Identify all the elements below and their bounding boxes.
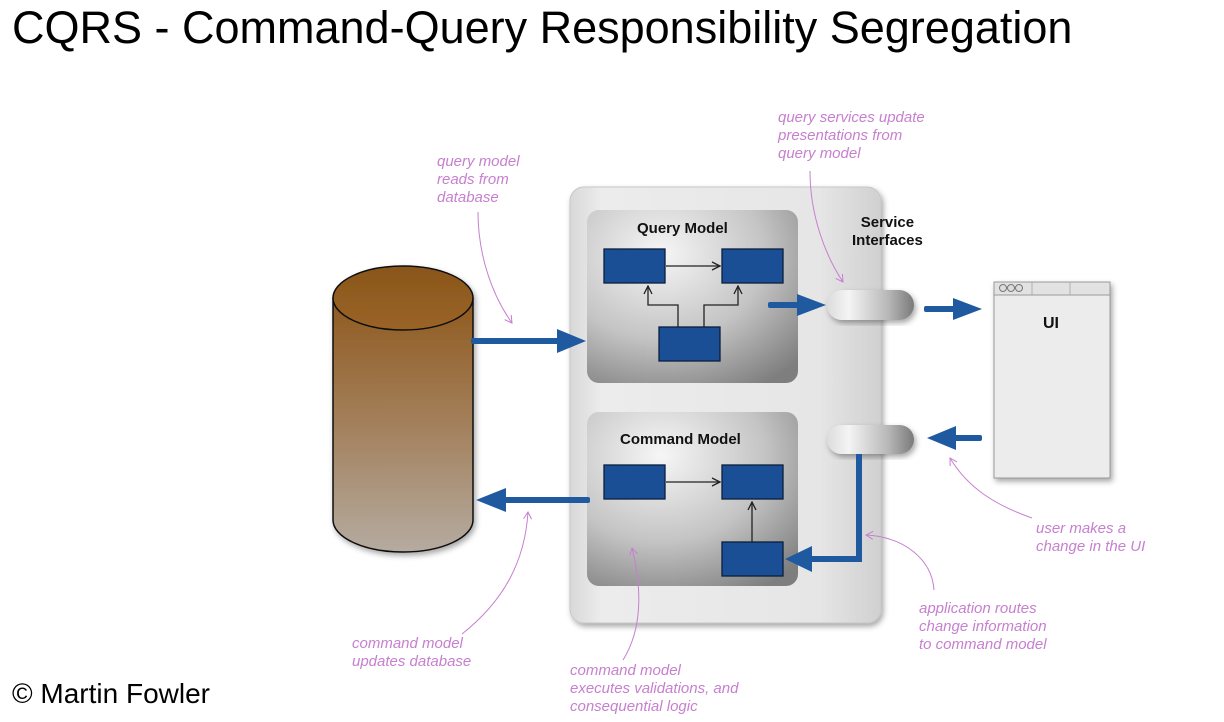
- arrow-command-to-db: [505, 497, 590, 503]
- arrow-interface-to-command: [856, 454, 862, 562]
- annotation-app-routes: application routes change information to…: [919, 600, 1047, 653]
- command-model-label: Command Model: [620, 431, 741, 448]
- ui-window: [993, 281, 1111, 479]
- query-box-3: [658, 326, 721, 362]
- copyright-notice: © Martin Fowler: [12, 678, 210, 709]
- arrow-db-to-query: [471, 338, 561, 344]
- flow-arrows: [471, 294, 982, 572]
- arrow-query-to-interface: [768, 302, 804, 308]
- query-box-1: [603, 248, 666, 284]
- query-model: [587, 210, 798, 383]
- window-button-icon: [999, 284, 1007, 292]
- annotation-query-reads: query model reads from database: [437, 153, 520, 206]
- service-interfaces-label: Service Interfaces: [852, 214, 923, 249]
- database-cylinder: [332, 265, 474, 553]
- annotation-leaders: [461, 170, 1033, 661]
- command-box-2: [721, 464, 784, 500]
- window-button-icon: [1007, 284, 1015, 292]
- annotation-command-updates: command model updates database: [352, 635, 472, 670]
- arrow-ui-to-interface: [948, 435, 982, 441]
- command-box-3: [721, 541, 784, 577]
- query-model-label: Query Model: [637, 220, 728, 237]
- annotation-user-change: user makes a change in the UI: [1036, 520, 1146, 555]
- command-model: [587, 412, 798, 586]
- arrow-interface-to-ui: [924, 306, 960, 312]
- ui-label: UI: [1043, 315, 1059, 332]
- annotation-command-validates: command model executes validations, and …: [570, 662, 739, 715]
- query-box-2: [721, 248, 784, 284]
- command-interface: [827, 425, 914, 454]
- query-interface: [827, 290, 914, 320]
- window-button-icon: [1015, 284, 1023, 292]
- command-box-1: [603, 464, 666, 500]
- page-title: CQRS - Command-Query Responsibility Segr…: [12, 2, 1073, 53]
- annotation-query-services: query services update presentations from…: [778, 109, 925, 162]
